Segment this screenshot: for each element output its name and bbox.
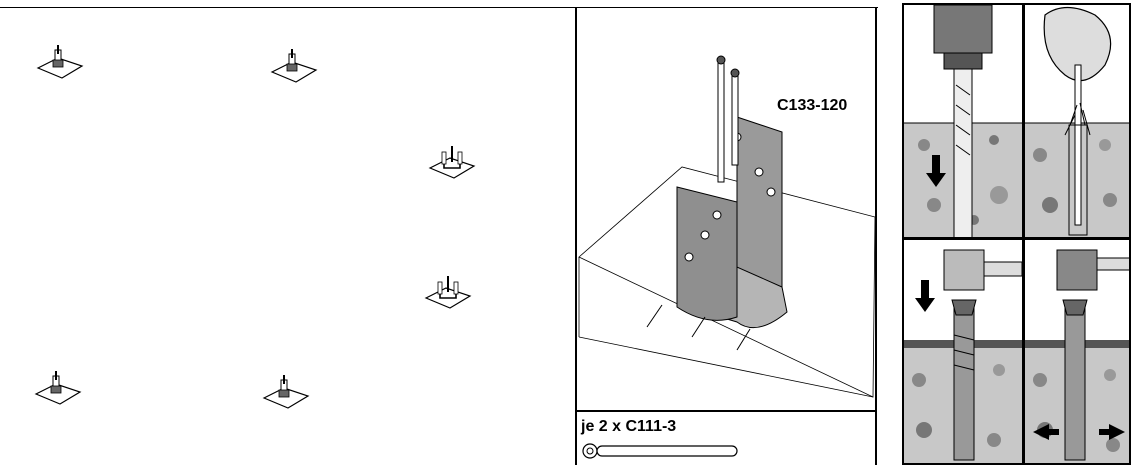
- post-base-icon: [36, 45, 84, 79]
- top-rule: [0, 7, 878, 8]
- installation-steps: [902, 3, 1131, 465]
- bracket-illustration: [578, 55, 875, 398]
- post-base-icon: [262, 375, 310, 409]
- post-base-icon: [34, 371, 82, 405]
- post-base-icon: [424, 276, 472, 309]
- part-detail-panel: C133-120 je 2 x C111-3: [575, 7, 877, 465]
- part-code: C133-120: [777, 97, 848, 114]
- step-tighten: [1025, 240, 1129, 463]
- step-divider: [904, 237, 1129, 240]
- step-drill: [904, 5, 1022, 237]
- fixings-strip: je 2 x C111-3: [577, 410, 875, 467]
- screw-icon: [582, 443, 738, 459]
- step-clean: [1025, 5, 1129, 237]
- step-hammer: [904, 240, 1022, 463]
- step-divider: [1022, 5, 1025, 463]
- post-base-icon: [270, 49, 318, 83]
- layout-panel: [0, 8, 575, 465]
- post-base-icon: [428, 146, 476, 179]
- fixings-label: je 2 x C111-3: [581, 418, 677, 435]
